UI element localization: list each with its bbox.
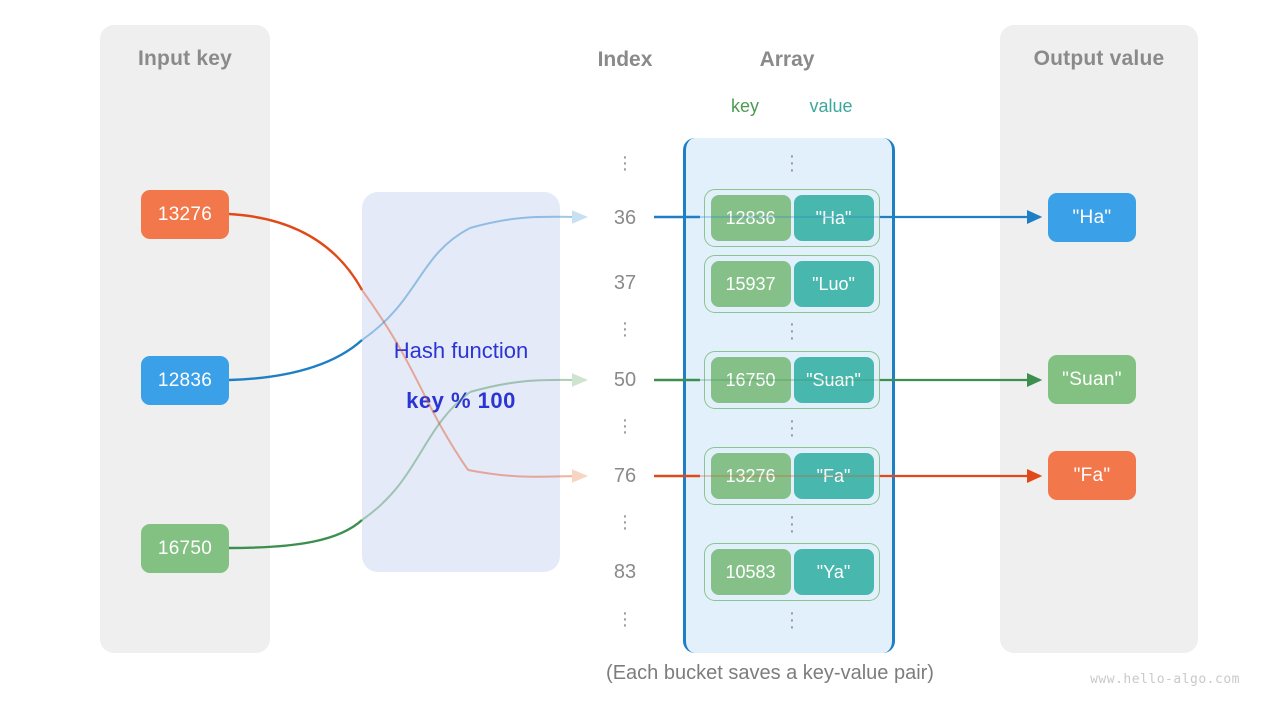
bucket-index-37[interactable]: 15937 "Luo" — [704, 255, 880, 313]
key-subheader: key — [730, 96, 759, 116]
diagram-caption: (Each bucket saves a key-value pair) — [606, 662, 934, 684]
array-ellipsis-2: ··· — [788, 410, 796, 446]
index-label-36: 36 — [613, 207, 637, 229]
bucket-key: 12836 — [710, 195, 791, 241]
output-value-ha[interactable]: "Ha" — [1048, 193, 1136, 242]
bucket-value: "Ha" — [793, 195, 874, 241]
input-panel-title: Input key — [138, 47, 232, 70]
array-ellipsis-bottom: ··· — [788, 602, 796, 638]
bucket-value: "Fa" — [793, 453, 874, 499]
watermark: www.hello-algo.com — [1090, 672, 1240, 687]
array-ellipsis-top: ··· — [788, 145, 796, 181]
index-ellipsis-2: ··· — [621, 409, 629, 443]
input-key-16750[interactable]: 16750 — [141, 524, 229, 573]
array-ellipsis-1: ··· — [788, 313, 796, 349]
output-value-panel: Output value — [1000, 25, 1198, 653]
index-column-header: Index — [597, 48, 653, 71]
bucket-index-36[interactable]: 12836 "Ha" — [704, 189, 880, 247]
bucket-value: "Suan" — [793, 357, 874, 403]
index-label-76: 76 — [613, 465, 637, 487]
hash-function-title: Hash function — [393, 338, 529, 363]
index-ellipsis-3: ··· — [621, 505, 629, 539]
index-label-50: 50 — [613, 369, 637, 391]
bucket-key: 16750 — [710, 357, 791, 403]
index-ellipsis-1: ··· — [621, 312, 629, 346]
array-container: ··· 12836 "Ha" 15937 "Luo" ··· 16750 "Su… — [683, 138, 895, 653]
input-key-12836[interactable]: 12836 — [141, 356, 229, 405]
array-ellipsis-3: ··· — [788, 506, 796, 542]
bucket-value: "Luo" — [793, 261, 874, 307]
index-label-37: 37 — [613, 272, 637, 294]
array-column-header: Array — [759, 48, 815, 71]
output-value-suan[interactable]: "Suan" — [1048, 355, 1136, 404]
index-ellipsis-top: ··· — [621, 146, 629, 180]
bucket-index-76[interactable]: 13276 "Fa" — [704, 447, 880, 505]
hash-function-box: Hash function key % 100 — [362, 192, 560, 572]
bucket-key: 10583 — [710, 549, 791, 595]
output-value-fa[interactable]: "Fa" — [1048, 451, 1136, 500]
bucket-value: "Ya" — [793, 549, 874, 595]
bucket-index-83[interactable]: 10583 "Ya" — [704, 543, 880, 601]
index-column: ··· 36 37 ··· 50 ··· 76 ··· 83 ··· — [570, 130, 680, 650]
index-label-83: 83 — [613, 561, 637, 583]
output-panel-title: Output value — [1033, 47, 1165, 70]
input-key-13276[interactable]: 13276 — [141, 190, 229, 239]
index-ellipsis-bottom: ··· — [621, 602, 629, 636]
bucket-key: 15937 — [710, 261, 791, 307]
value-subheader: value — [809, 96, 853, 116]
bucket-key: 13276 — [710, 453, 791, 499]
bucket-index-50[interactable]: 16750 "Suan" — [704, 351, 880, 409]
hash-function-formula: key % 100 — [406, 388, 516, 413]
